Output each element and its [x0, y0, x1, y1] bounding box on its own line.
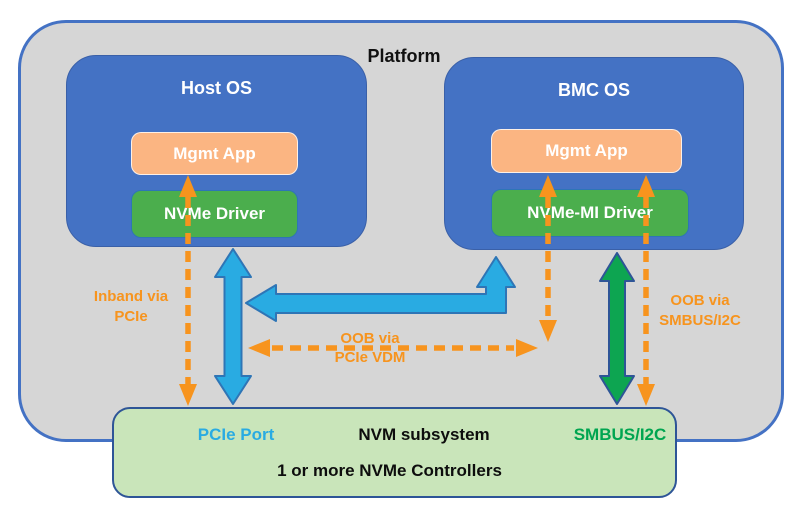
- bmc-os-box: BMC OS Mgmt App NVMe-MI Driver: [444, 57, 744, 250]
- oob-pcie-vdm-label-line1: OOB via: [340, 330, 400, 347]
- oob-pcie-vdm-label: OOB via PCIe VDM: [290, 329, 450, 367]
- host-os-box: Host OS Mgmt App NVMe Driver: [66, 55, 367, 247]
- pcie-port-label: PCIe Port: [197, 425, 275, 444]
- nvm-subsystem-box: PCIe Port NVM subsystem SMBUS/I2C 1 or m…: [112, 407, 677, 498]
- bmc-mgmt-app-box: Mgmt App: [491, 129, 682, 173]
- nvm-subsystem-title: NVM subsystem: [358, 425, 490, 444]
- bmc-mgmt-app-label: Mgmt App: [545, 141, 628, 160]
- inband-pcie-label: Inband via PCIe: [51, 287, 211, 327]
- oob-smbus-label-line1: OOB via: [670, 292, 730, 309]
- oob-smbus-label: OOB via SMBUS/I2C: [622, 291, 778, 331]
- bmc-nvme-mi-driver-box: NVMe-MI Driver: [491, 189, 689, 237]
- host-nvme-driver-label: NVMe Driver: [163, 204, 266, 223]
- host-os-title: Host OS: [180, 78, 252, 98]
- inband-pcie-label-line1: Inband via: [93, 288, 169, 305]
- host-nvme-driver-box: NVMe Driver: [131, 190, 298, 238]
- host-mgmt-app-label: Mgmt App: [173, 143, 256, 163]
- platform-label: Platform: [367, 46, 441, 66]
- oob-smbus-label-line2: SMBUS/I2C: [659, 312, 741, 329]
- oob-pcie-vdm-label-line2: PCIe VDM: [334, 349, 406, 366]
- smbus-i2c-port-label: SMBUS/I2C: [573, 425, 667, 444]
- host-mgmt-app-box: Mgmt App: [131, 132, 298, 175]
- inband-pcie-label-line2: PCIe: [114, 308, 148, 325]
- bmc-os-title: BMC OS: [558, 80, 630, 100]
- bmc-nvme-mi-driver-label: NVMe-MI Driver: [527, 203, 653, 222]
- nvme-controllers-label: 1 or more NVMe Controllers: [277, 461, 502, 480]
